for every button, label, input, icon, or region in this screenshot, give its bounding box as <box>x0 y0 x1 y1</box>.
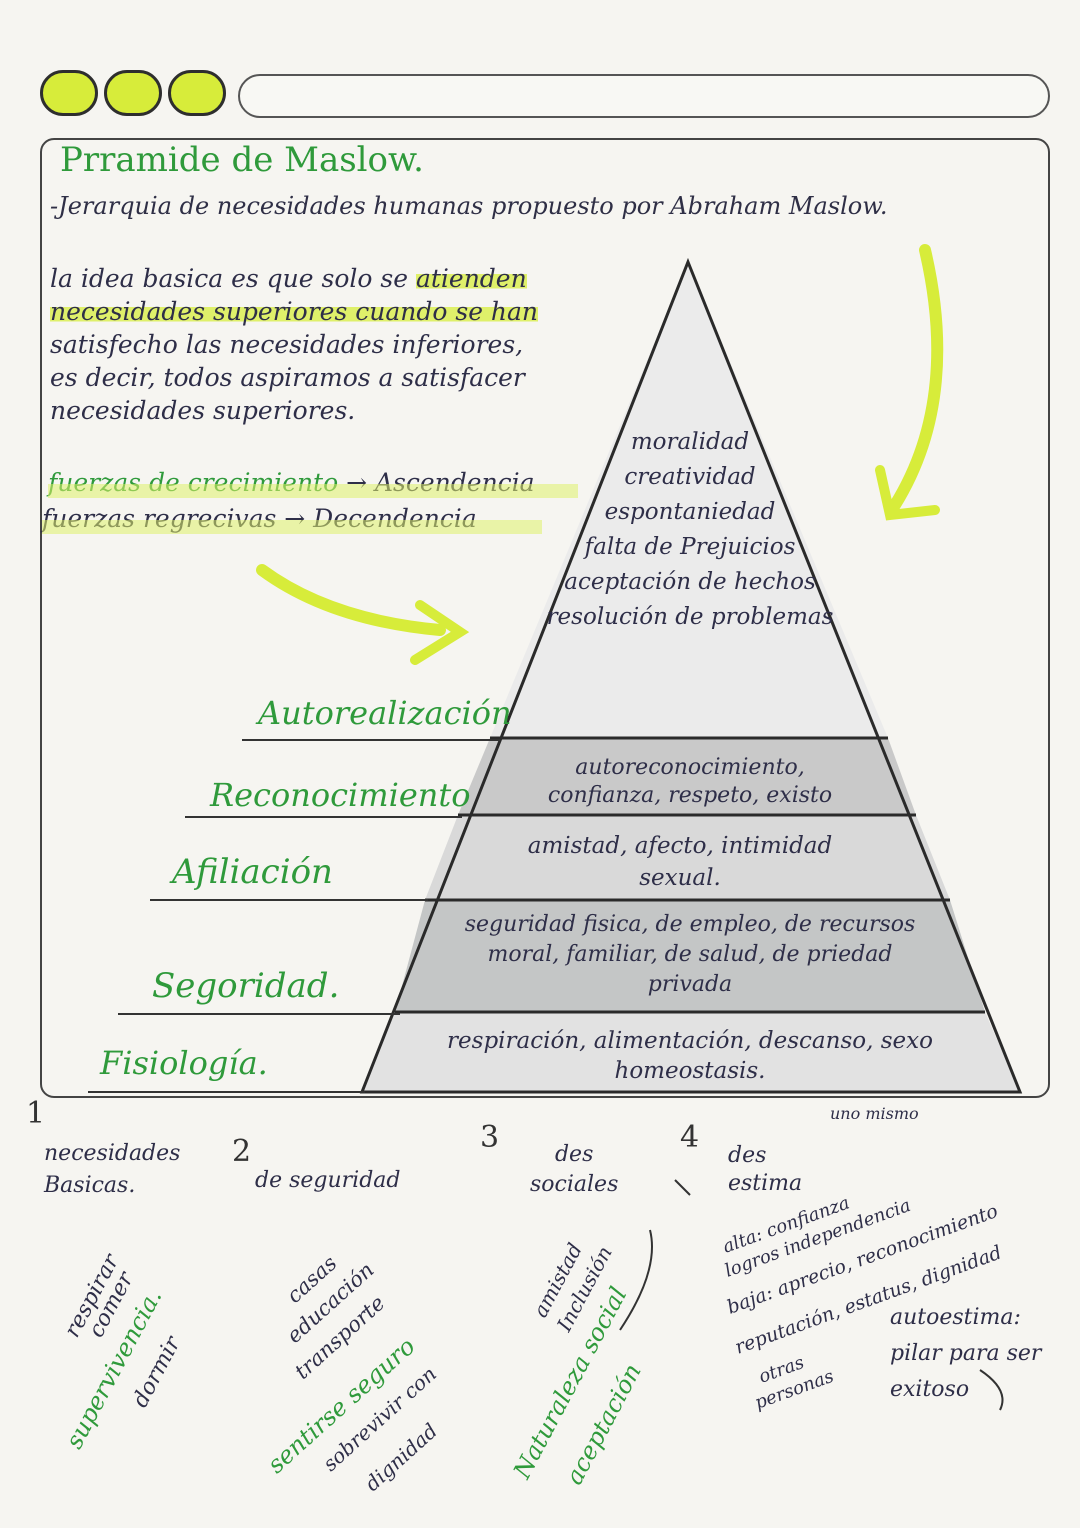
column-3-number: 3 <box>480 1120 500 1155</box>
band-fisiologia-line-2: homeostasis. <box>614 1058 766 1084</box>
note-frame <box>40 138 1050 1098</box>
autoestima-line-2: pilar para ser <box>890 1341 1042 1366</box>
band-afiliacion-line-1: amistad, afecto, intimidad <box>527 833 833 859</box>
green-arrow-left-head <box>410 600 470 665</box>
level-label-afiliacion: Afiliación <box>172 852 333 892</box>
level-label-reconocimiento: Reconocimiento <box>210 776 471 814</box>
autoestima-note: autoestima: pilar para ser exitoso <box>890 1300 1041 1408</box>
intro-line-3: satisfecho las necesidades inferiores, <box>50 330 524 359</box>
intro-line-1: la idea basica es que solo se <box>50 264 416 293</box>
column-2-head: de seguridad <box>255 1168 401 1193</box>
band-reconocimiento-line-2: confianza, respeto, existo <box>547 783 833 808</box>
band-text-fisiologia: respiración, alimentación, descanso, sex… <box>400 1026 980 1086</box>
green-arrow-right <box>889 244 944 511</box>
band-seguridad-line-1: seguridad fisica, de empleo, de recursos <box>464 912 916 937</box>
band-text-seguridad: seguridad fisica, de empleo, de recursos… <box>425 910 955 1000</box>
top-line-4: falta de Prejuicios <box>584 534 796 560</box>
level-label-autorealizacion: Autorealización <box>258 694 512 732</box>
pyramid-top-text: moralidad creatividad espontaniedad falt… <box>520 425 860 635</box>
band-seguridad <box>395 900 985 1012</box>
header-dot-3 <box>168 70 226 116</box>
column-1-head-line-2: Basicas. <box>44 1173 136 1198</box>
intro-line-2: necesidades superiores cuando se han <box>50 297 539 326</box>
top-line-1: moralidad <box>630 429 750 455</box>
column-4-head-line-1: des <box>728 1143 767 1168</box>
column-4-head-line-2: estima <box>728 1171 803 1196</box>
band-text-reconocimiento: autoreconocimiento, confianza, respeto, … <box>480 754 900 810</box>
band-fisiologia-line-1: respiración, alimentación, descanso, sex… <box>447 1028 933 1054</box>
column-4-number: 4 <box>680 1120 700 1155</box>
page-title: Prramide de Maslow. <box>60 140 424 180</box>
autoestima-line-3: exitoso <box>890 1377 970 1402</box>
column-4-note: uno mismo <box>830 1104 919 1123</box>
band-seguridad-line-2: moral, familiar, de salud, de priedad <box>487 942 893 967</box>
top-line-3: espontaniedad <box>604 499 776 525</box>
band-text-afiliacion: amistad, afecto, intimidad sexual. <box>460 830 900 894</box>
header-dot-1 <box>40 70 98 116</box>
column-3-head: des sociales <box>530 1140 618 1200</box>
intro-line-4: es decir, todos aspiramos a satisfacer <box>50 363 525 392</box>
highlight-stroke-2 <box>42 520 542 534</box>
column-3-head-line-2: sociales <box>530 1172 619 1197</box>
column-3-head-line-1: des <box>554 1142 594 1167</box>
column-2-number: 2 <box>232 1134 252 1169</box>
pyramid-top-fill <box>490 262 888 738</box>
column-1-head: necesidades Basicas. <box>44 1138 180 1202</box>
band-afiliacion <box>425 815 950 900</box>
top-line-6: resolución de problemas <box>546 604 834 630</box>
autoestima-line-1: autoestima: <box>890 1305 1021 1330</box>
level-label-fisiologia: Fisiología. <box>100 1044 268 1082</box>
intro-line-1-highlight: atienden <box>415 264 527 293</box>
band-fisiologia <box>362 1012 1020 1092</box>
header-dot-2 <box>104 70 162 116</box>
band-reconocimiento-line-1: autoreconocimiento, <box>575 755 805 780</box>
column-1-head-line-1: necesidades <box>44 1141 181 1166</box>
band-afiliacion-line-2: sexual. <box>639 865 721 891</box>
highlight-stroke-1 <box>48 484 578 498</box>
green-arrow-right-head <box>875 465 940 521</box>
column-1-number: 1 <box>26 1096 46 1131</box>
pyramid-outline <box>359 257 1023 1094</box>
top-line-5: aceptación de hechos <box>564 569 816 595</box>
intro-line-5: necesidades superiores. <box>50 396 356 425</box>
level-label-seguridad: Segoridad. <box>152 966 340 1006</box>
top-line-2: creatividad <box>624 464 756 490</box>
column-4-head: des estima <box>728 1142 802 1198</box>
green-arrow-left <box>256 564 446 636</box>
band-seguridad-line-3: privada <box>647 972 733 997</box>
band-reconocimiento <box>458 738 916 815</box>
page-subtitle: -Jerarquia de necesidades humanas propue… <box>50 192 888 220</box>
header-bar <box>238 74 1050 118</box>
intro-paragraph: la idea basica es que solo se atienden n… <box>50 262 610 427</box>
